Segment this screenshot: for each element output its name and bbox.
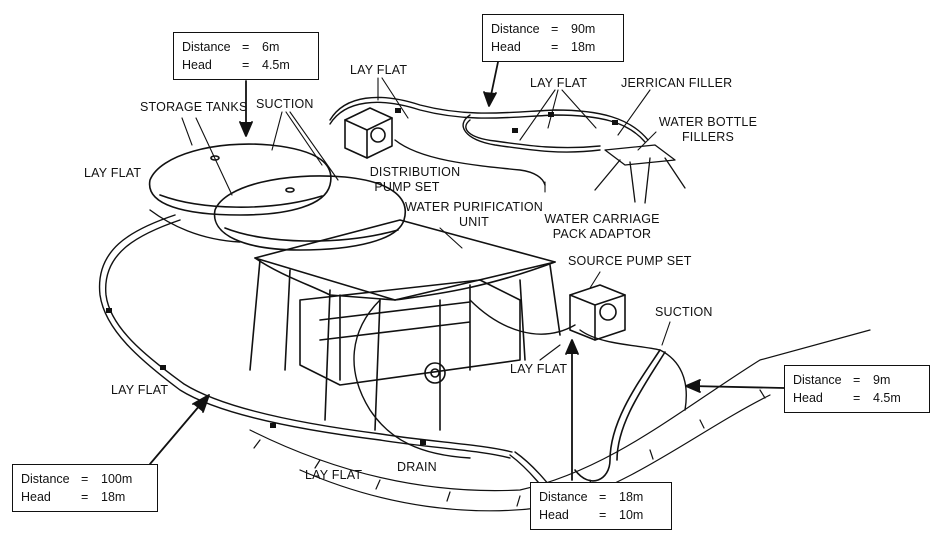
equals-sign: =	[599, 490, 607, 504]
equals-sign: =	[853, 373, 861, 387]
head-label: Head	[539, 508, 569, 522]
distance-label: Distance	[21, 472, 70, 486]
distance-label: Distance	[491, 22, 540, 36]
head-label: Head	[21, 490, 51, 504]
info-box-source: Distance = 9m Head = 4.5m	[784, 365, 930, 413]
distance-label: Distance	[182, 40, 231, 54]
water-purification-unit	[249, 219, 561, 431]
equals-sign: =	[242, 40, 250, 54]
storage-tank-right	[213, 175, 406, 251]
info-box-tanks: Distance = 6m Head = 4.5m	[173, 32, 319, 80]
label-storage-tanks: STORAGE TANKS	[140, 100, 248, 114]
lay-flat-hoses	[98, 96, 687, 511]
leader-lines	[181, 77, 671, 361]
distance-label: Distance	[793, 373, 842, 387]
equals-sign: =	[81, 472, 89, 486]
distance-value: 6m	[262, 40, 280, 54]
label-jerrican-filler: JERRICAN FILLER	[621, 76, 733, 90]
label-distribution: DISTRIBUTION	[369, 165, 461, 179]
distribution-pump-set	[344, 107, 393, 159]
label-fillers: FILLERS	[681, 130, 735, 144]
label-suction-top: SUCTION	[256, 97, 314, 111]
equals-sign: =	[551, 40, 559, 54]
equals-sign: =	[551, 22, 559, 36]
pointer-arrows	[149, 61, 785, 481]
equals-sign: =	[242, 58, 250, 72]
label-water-purification: WATER PURIFICATION	[404, 200, 544, 214]
label-drain: DRAIN	[397, 460, 437, 474]
label-lay-flat-right-top: LAY FLAT	[530, 76, 588, 90]
suction-hose	[574, 349, 666, 482]
label-lay-flat-bottom: LAY FLAT	[305, 468, 363, 482]
label-lay-flat-top: LAY FLAT	[350, 63, 408, 77]
distance-value: 90m	[571, 22, 596, 36]
source-pump-set	[569, 284, 626, 341]
label-pump-set: PUMP SET	[374, 180, 440, 194]
info-box-lay-flat: Distance = 100m Head = 18m	[12, 464, 158, 512]
water-bottle-fillers	[594, 144, 686, 204]
label-water-carriage: WATER CARRIAGE	[544, 212, 660, 226]
head-label: Head	[491, 40, 521, 54]
head-value: 4.5m	[262, 58, 290, 72]
label-pack-adaptor: PACK ADAPTOR	[552, 227, 652, 241]
head-value: 18m	[101, 490, 126, 504]
info-box-distribution: Distance = 90m Head = 18m	[482, 14, 624, 62]
info-box-purification: Distance = 18m Head = 10m	[530, 482, 672, 530]
distance-value: 100m	[101, 472, 133, 486]
label-lay-flat-lower-left: LAY FLAT	[111, 383, 169, 397]
distance-value: 18m	[619, 490, 644, 504]
storage-tank-left	[148, 143, 332, 216]
distance-label: Distance	[539, 490, 588, 504]
head-label: Head	[793, 391, 823, 405]
distance-value: 9m	[873, 373, 891, 387]
equals-sign: =	[81, 490, 89, 504]
label-suction-right: SUCTION	[655, 305, 713, 319]
label-lay-flat-left: LAY FLAT	[84, 166, 142, 180]
head-value: 10m	[619, 508, 644, 522]
label-unit: UNIT	[459, 215, 489, 229]
label-lay-flat-mid: LAY FLAT	[510, 362, 568, 376]
head-label: Head	[182, 58, 212, 72]
equals-sign: =	[599, 508, 607, 522]
equals-sign: =	[853, 391, 861, 405]
head-value: 4.5m	[873, 391, 901, 405]
label-water-bottle: WATER BOTTLE	[658, 115, 758, 129]
head-value: 18m	[571, 40, 596, 54]
label-source-pump-set: SOURCE PUMP SET	[568, 254, 692, 268]
